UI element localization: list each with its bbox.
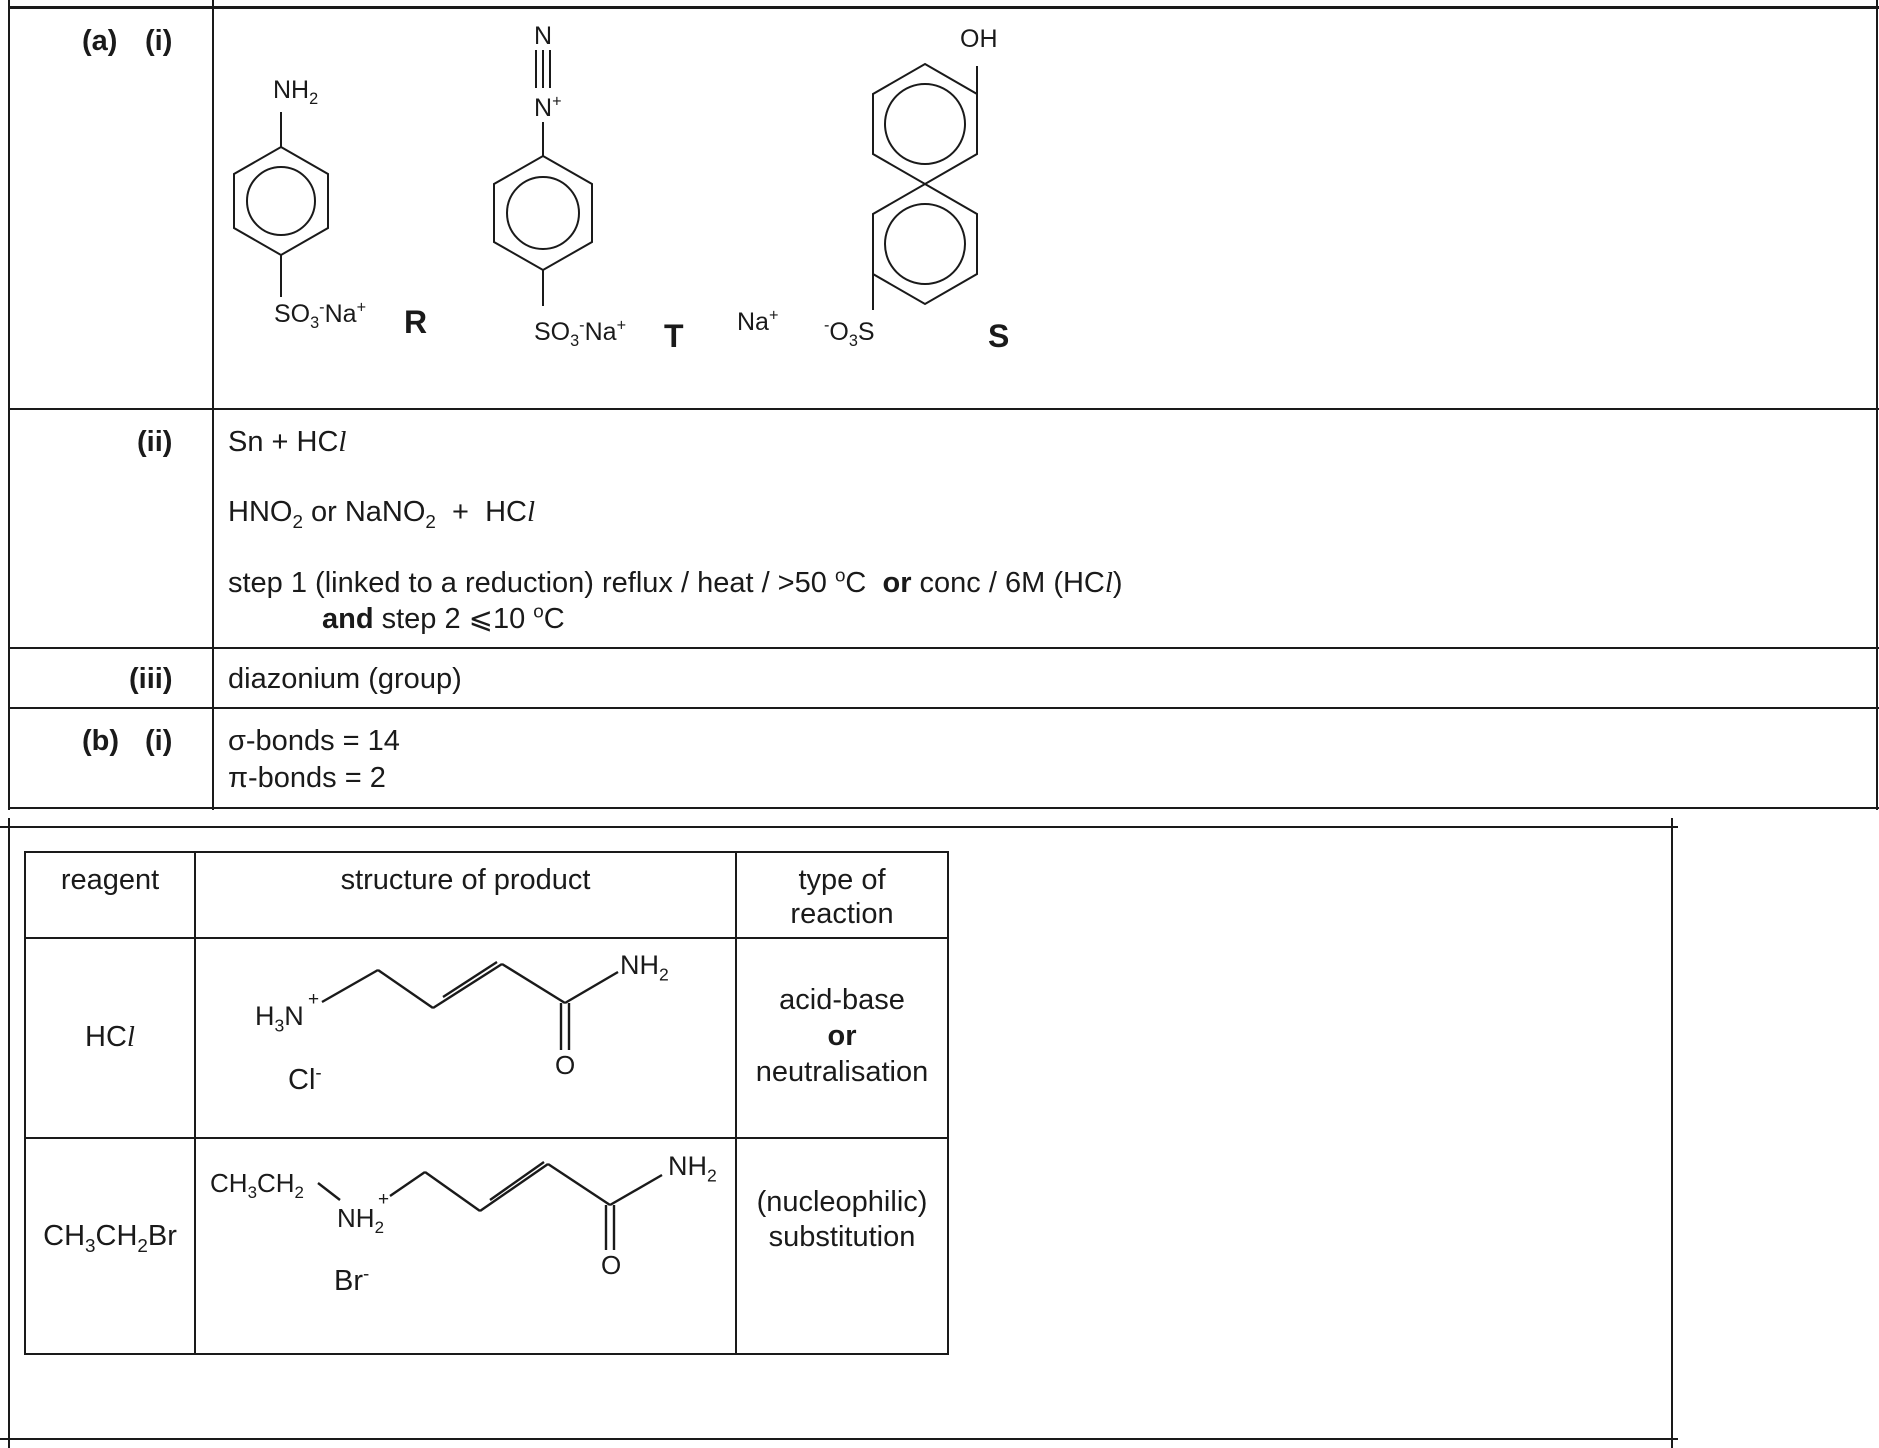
label-b-i: (i) [145, 725, 173, 757]
row2-type-line2: substitution [768, 1221, 916, 1253]
row2-type-line1: (nucleophilic) [756, 1186, 928, 1218]
row2-nh2-plus: NH2 [337, 1203, 384, 1238]
header-structure: structure of product [340, 864, 591, 896]
bond-c-nh2-row1 [564, 970, 619, 1005]
compound-R-letter: R [404, 304, 428, 340]
label-a-i: (i) [145, 25, 173, 57]
table-bottom [24, 1353, 949, 1355]
benzene-ring-T [493, 154, 593, 272]
table-col2 [735, 851, 737, 1355]
row2-reagent: CH3CH2Br [43, 1220, 177, 1256]
compound-R-bottom-group: SO3-Na+ [274, 298, 367, 332]
double-bond-row1-a [432, 962, 503, 1010]
header-type-line1: type of [798, 864, 886, 896]
compound-T-n-plus: N+ [534, 92, 562, 122]
row-divider-1 [8, 408, 1879, 410]
label-a-iii: (iii) [129, 663, 173, 695]
row1-reagent: HCl [85, 1021, 135, 1053]
row2-oxygen: O [601, 1250, 622, 1280]
header-reagent: reagent [60, 864, 160, 896]
double-bond-row2-b [489, 1161, 545, 1201]
conditions-step2: and step 2 ⩽10 oC [322, 600, 565, 635]
row1-type-line3: neutralisation [755, 1056, 929, 1088]
bond-c-nh2-row2 [609, 1173, 663, 1207]
compound-S-top-group: OH [960, 25, 998, 53]
row1-type-line1: acid-base [779, 984, 905, 1016]
double-bond-row2-a [479, 1163, 549, 1212]
double-bond-row1-b [442, 960, 498, 999]
bond-ethyl-n-row2 [317, 1182, 341, 1201]
row2-plus: + [378, 1189, 390, 1210]
compound-S-counter-ion: Na+ [737, 306, 779, 336]
sigma-bonds: σ-bonds = 14 [228, 725, 400, 757]
aromatic-circle-R [246, 166, 316, 236]
compound-S-bottom-group: -O3S [824, 316, 875, 350]
bond-n-c1-row2 [389, 1171, 426, 1197]
compound-T-letter: T [664, 318, 684, 354]
row-divider-2 [8, 647, 1879, 649]
lower-frame-right [1671, 818, 1673, 1448]
reagent-step2: HNO2 or NaNO2 + HCl [228, 496, 536, 532]
bottom-border-top-table [8, 807, 1879, 809]
header-type-line2: reaction [790, 898, 894, 930]
naphthalene-ring-lower [872, 182, 978, 306]
label-a: (a) [82, 25, 118, 57]
conditions-line: step 1 (linked to a reduction) reflux / … [228, 564, 1123, 599]
column-divider [212, 0, 214, 810]
aromatic-circle-S-upper [884, 83, 966, 165]
bond-n-c1-row1 [321, 968, 379, 1004]
aromatic-circle-T [506, 176, 580, 250]
bond-c1-c2-row2 [424, 1171, 481, 1212]
row2-amide-nh2: NH2 [668, 1151, 717, 1186]
compound-T-top-n: N [534, 22, 553, 50]
bond-c3-c4-row1 [501, 962, 566, 1005]
bond-c1-c2-row1 [377, 969, 434, 1009]
aromatic-circle-S-lower [884, 203, 966, 285]
table-header-bottom [24, 937, 949, 939]
bond-c3-c4-row2 [547, 1162, 611, 1207]
row1-oxygen: O [555, 1050, 576, 1080]
compound-T-bottom-group: SO3-Na+ [534, 316, 627, 350]
right-border [1876, 0, 1878, 810]
lower-frame-top [0, 826, 1678, 828]
row2-anion: Br- [334, 1262, 370, 1297]
compound-R-top-group: NH2 [273, 76, 319, 108]
top-border [8, 6, 1879, 9]
lower-frame-bottom [0, 1438, 1678, 1440]
table-row1-bottom [24, 1137, 949, 1139]
label-a-ii: (ii) [137, 426, 173, 458]
row2-ethyl: CH3CH2 [210, 1168, 304, 1203]
diazonium-answer: diazonium (group) [228, 663, 462, 695]
benzene-ring-R [233, 145, 329, 257]
row1-h3n: H3N [255, 1001, 304, 1036]
label-b: (b) [82, 725, 120, 757]
table-col1 [194, 851, 196, 1355]
compound-S-letter: S [988, 318, 1010, 354]
table-right [947, 851, 949, 1355]
row-divider-3 [8, 707, 1879, 709]
lower-frame-left [8, 818, 10, 1448]
table-top [24, 851, 949, 853]
row1-amide-nh2: NH2 [620, 950, 669, 985]
reagent-step1: Sn + HCl [228, 426, 347, 458]
left-border [8, 0, 10, 810]
pi-bonds: π-bonds = 2 [228, 762, 386, 794]
table-left [24, 851, 26, 1355]
row1-plus: + [308, 989, 320, 1010]
row1-type-line2: or [827, 1020, 857, 1052]
row1-anion: Cl- [288, 1061, 322, 1096]
naphthalene-ring-upper [872, 62, 978, 186]
